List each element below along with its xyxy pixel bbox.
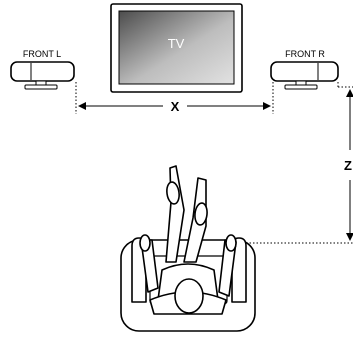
front-left-speaker-stand [35, 80, 47, 86]
z-dimension: Z [246, 82, 353, 244]
front-right-speaker: FRONT R [270, 49, 339, 90]
front-right-speaker-stand [295, 80, 307, 86]
tv-screen [118, 10, 235, 85]
listener-left-leg [165, 165, 185, 263]
listener-head [174, 278, 204, 314]
listener-right-shoe [194, 202, 208, 226]
listener-in-armchair [120, 165, 256, 332]
listener-right-hand [225, 234, 237, 252]
front-left-speaker-body [10, 61, 75, 82]
front-right-label: FRONT R [285, 49, 325, 59]
front-right-speaker-body [270, 61, 339, 82]
front-left-label: FRONT L [23, 49, 61, 59]
tv: TV [110, 3, 243, 93]
listener-left-shoe [166, 181, 180, 205]
z-label: Z [344, 158, 352, 173]
tv-label: TV [168, 36, 185, 51]
listener-left-hand [139, 234, 151, 252]
x-dimension: X [75, 82, 274, 114]
front-left-speaker: FRONT L [10, 49, 75, 90]
x-label: X [171, 99, 180, 114]
